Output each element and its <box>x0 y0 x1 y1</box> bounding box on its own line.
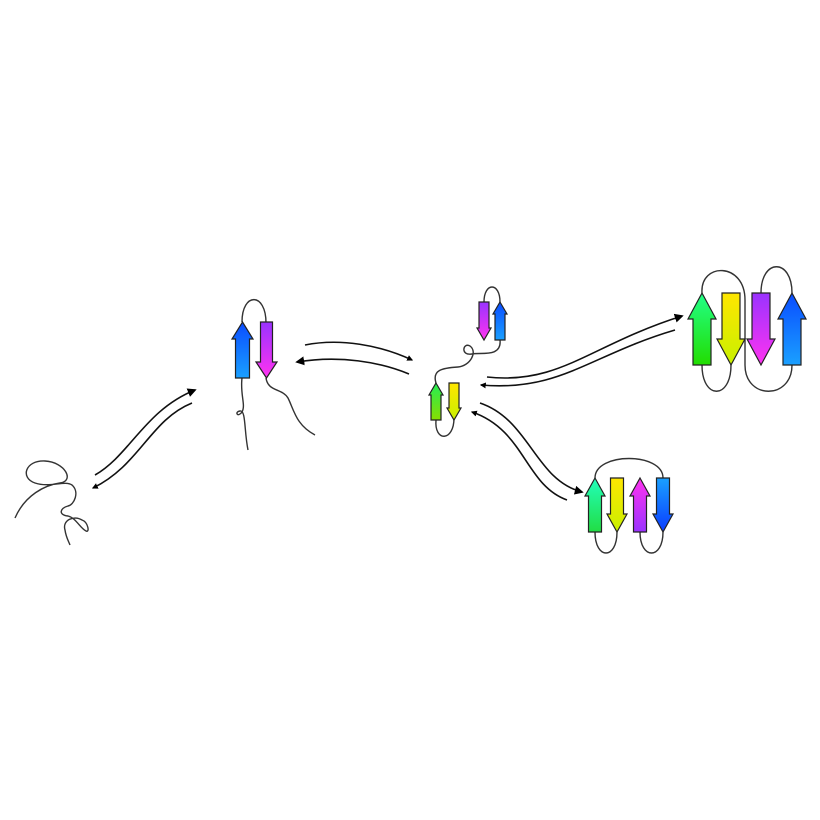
beta-strand-down-arrow <box>651 477 675 534</box>
beta-strand-down-arrow <box>445 382 463 422</box>
beta-strand-down-arrow <box>475 301 493 342</box>
reverse-arrow <box>295 356 410 375</box>
beta-strand-up-arrow <box>628 476 652 533</box>
beta-strand-up-arrow <box>491 300 509 341</box>
reverse-arrow <box>479 329 676 389</box>
reverse-arrow <box>91 402 193 489</box>
beta-strand-up-arrow <box>776 291 808 366</box>
sheet-large-coil <box>701 266 793 392</box>
beta-strand-up-arrow <box>427 381 445 421</box>
transition-intermediate-sheet-small <box>470 402 584 501</box>
hairpin-coil <box>236 298 316 451</box>
beta-strand-up-arrow <box>583 476 607 533</box>
forward-arrow <box>94 388 197 476</box>
beta-strand-up-arrow <box>230 320 255 379</box>
transition-hairpin-intermediate <box>295 341 414 375</box>
beta-strand-down-arrow <box>254 321 279 380</box>
forward-arrow <box>479 402 584 495</box>
beta-strand-up-arrow <box>686 291 718 366</box>
transition-coil-hairpin <box>91 388 197 489</box>
forward-arrow <box>304 341 414 361</box>
transition-intermediate-sheet-large <box>479 313 684 389</box>
intermediate-coil <box>434 286 501 437</box>
beta-strand-down-arrow <box>745 292 777 367</box>
sheet-small-coil <box>594 457 664 554</box>
beta-strand-down-arrow <box>605 477 629 534</box>
reverse-arrow <box>470 410 568 501</box>
forward-arrow <box>486 313 684 379</box>
unfolded-coil <box>14 460 89 546</box>
beta-strands <box>230 291 808 534</box>
beta-strand-down-arrow <box>715 292 747 367</box>
